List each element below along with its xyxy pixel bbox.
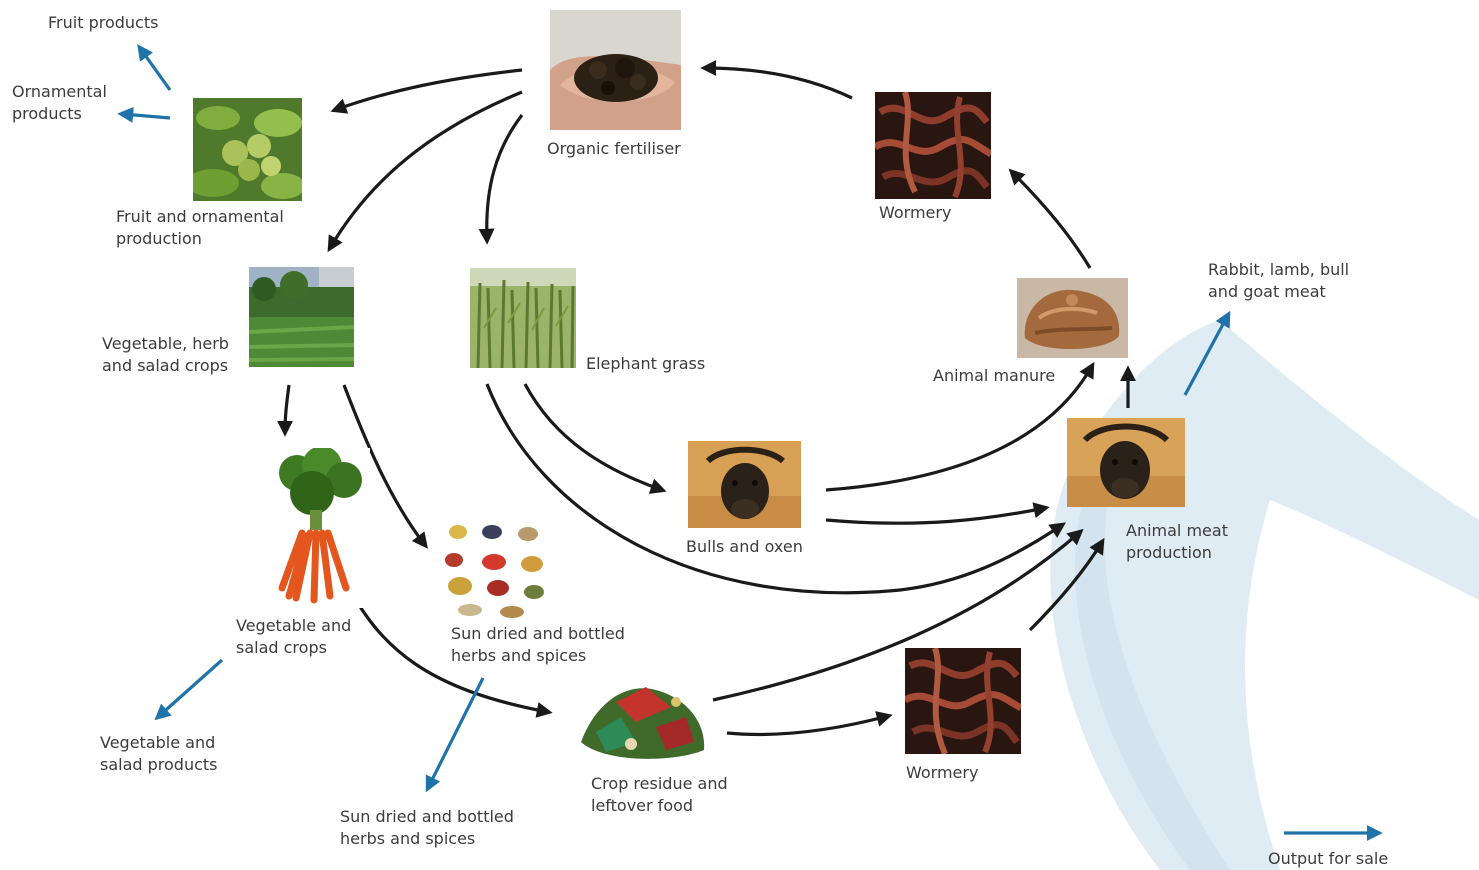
arrow-grass-to-bulls bbox=[523, 383, 667, 494]
vegetable-herb-salad-photo bbox=[249, 267, 354, 367]
arrow-output-herbs bbox=[425, 677, 485, 793]
label-sun-dried-herbs: Sun dried and bottled herbs and spices bbox=[451, 624, 625, 665]
arrow-fertiliser-to-elephant-grass bbox=[478, 114, 524, 245]
label-animal-manure: Animal manure bbox=[933, 366, 1056, 385]
label-sun-dried-herbs-output: Sun dried and bottled herbs and spices bbox=[340, 807, 514, 848]
arrow-vegetable-to-herbs bbox=[342, 384, 428, 549]
arrow-manure-to-wormery bbox=[1008, 168, 1092, 269]
arrow-fertiliser-to-fruit bbox=[330, 68, 523, 114]
label-crop-residue: Crop residue and leftover food bbox=[591, 774, 728, 815]
label-bulls-oxen: Bulls and oxen bbox=[686, 537, 803, 556]
arrow-grass-to-meat bbox=[485, 383, 1066, 595]
herbs-spices-photo bbox=[440, 520, 550, 620]
arrow-residue-to-wormery bbox=[726, 711, 893, 737]
elephant-grass-photo bbox=[470, 268, 576, 368]
label-elephant-grass: Elephant grass bbox=[586, 354, 706, 373]
arrow-output-veg-salad bbox=[154, 658, 224, 721]
label-vegetable-herb-salad-crops: Vegetable, herb and salad crops bbox=[102, 334, 229, 375]
label-wormery-bottom: Wormery bbox=[906, 763, 979, 782]
carrots-photo bbox=[262, 448, 370, 608]
label-fruit-ornamental-production: Fruit and ornamental production bbox=[116, 207, 284, 248]
arrow-output-fruit bbox=[137, 44, 172, 91]
animal-manure-photo bbox=[1017, 278, 1128, 358]
animal-meat-photo bbox=[1067, 418, 1185, 507]
label-vegetable-salad-crops: Vegetable and salad crops bbox=[236, 616, 352, 657]
label-organic-fertiliser: Organic fertiliser bbox=[547, 139, 681, 158]
wormery-top-photo bbox=[875, 92, 991, 199]
flow-arrows bbox=[277, 60, 1136, 737]
wormery-bottom-photo bbox=[905, 648, 1021, 754]
output-arrows bbox=[117, 44, 1383, 841]
label-animal-meat-production: Animal meat production bbox=[1126, 521, 1228, 562]
label-wormery-top: Wormery bbox=[879, 203, 952, 222]
arrow-fertiliser-to-vegetable bbox=[327, 90, 523, 253]
label-meat-output: Rabbit, lamb, bull and goat meat bbox=[1208, 260, 1350, 301]
arrow-bulls-to-meat bbox=[825, 502, 1050, 525]
crop-residue-photo bbox=[576, 672, 711, 764]
bulls-oxen-photo bbox=[688, 441, 801, 528]
label-fruit-products: Fruit products bbox=[48, 13, 159, 32]
fruit-ornamental-photo bbox=[193, 98, 302, 201]
label-ornamental-products: Ornamental products bbox=[12, 82, 107, 123]
arrow-output-meat bbox=[1183, 310, 1231, 396]
organic-fertiliser-photo bbox=[550, 10, 681, 130]
arrow-wormery-to-meat bbox=[1028, 537, 1105, 632]
arrow-output-ornamental bbox=[117, 106, 171, 123]
background-swoosh bbox=[1050, 320, 1479, 870]
legend-output-for-sale: Output for sale bbox=[1268, 849, 1389, 868]
arrow-bulls-to-manure bbox=[825, 361, 1095, 492]
arrow-residue-to-meat bbox=[712, 528, 1084, 702]
label-veg-salad-products: Vegetable and salad products bbox=[100, 733, 218, 774]
arrow-wormery-to-fertiliser bbox=[700, 60, 853, 100]
arrow-vegetable-to-carrots bbox=[277, 384, 294, 437]
